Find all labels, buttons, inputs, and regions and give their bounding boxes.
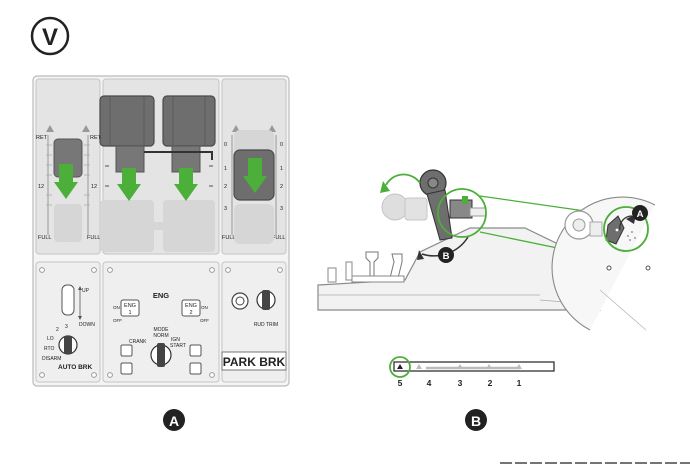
mode-crank-label: CRANK	[129, 339, 147, 345]
zoom-detail: A	[551, 196, 656, 331]
eng1-number: 1	[128, 310, 131, 316]
callout-a-label: A	[637, 209, 644, 220]
scale-label-1: 1	[224, 166, 227, 172]
section-badge: V	[30, 16, 70, 56]
scale-tick-5: 5	[398, 378, 403, 388]
move-down-arrow-icon	[54, 182, 78, 199]
eng1-off-label: OFF	[113, 318, 122, 323]
mode-norm-label: NORM	[153, 333, 168, 339]
scale-label-12-left: 12	[38, 184, 44, 190]
side-view: B A	[317, 169, 656, 388]
scale-label-3: 3	[224, 206, 227, 212]
speedbrake-lever: RET RET 12 12 FULL FULL	[36, 125, 102, 242]
panel-a-label: A	[169, 413, 179, 429]
move-down-arrow-icon	[117, 184, 141, 201]
section-badge-label: V	[42, 24, 58, 51]
scale-label-ret-right: RET	[90, 135, 102, 141]
auto-brk-lo-label: LO	[47, 336, 54, 342]
scale-tick-4: 4	[427, 378, 432, 388]
scale-label-2-right: 2	[280, 184, 283, 190]
mode-start-label: START	[170, 343, 186, 349]
scale-label-full-left: FULL	[38, 235, 51, 241]
scale-label-0-right: 0	[280, 142, 283, 148]
auto-brk-3-label: 3	[65, 324, 68, 330]
auto-brk-disarm-label: DISARM	[42, 356, 61, 362]
rotate-arrow-icon	[380, 181, 390, 193]
panel-b-label: B	[471, 413, 481, 429]
auto-brk-title: AUTO BRK	[58, 364, 92, 371]
move-down-arrow-icon	[174, 184, 198, 201]
panel-b-badge: B	[465, 409, 487, 431]
scale-label-0-left: 0	[224, 142, 227, 148]
scale-label-full-right: FULL	[87, 235, 100, 241]
callout-b-label: B	[443, 251, 450, 262]
auto-brk-up-label: UP	[82, 288, 90, 294]
throttle-quadrant: RET RET 12 12 FULL FULL	[32, 75, 290, 387]
scale-label-2: 2	[224, 184, 227, 190]
detent-scale-bar: 5 4 3 2 1	[389, 356, 555, 388]
scale-label-full-left: FULL	[222, 235, 235, 241]
scale-label-full-right: FULL	[272, 235, 285, 241]
eng1-label: ENG	[124, 303, 136, 309]
push-arrow-icon	[417, 250, 424, 260]
move-down-arrow-icon	[243, 176, 267, 193]
eng2-off-label: OFF	[200, 318, 209, 323]
eng2-number: 2	[189, 310, 192, 316]
auto-brk-rto-label: RTO	[44, 346, 54, 352]
rud-trim-panel: RUD TRIM PARK BRK	[221, 267, 287, 371]
flap-lever: 0 0 1 1 2 2 3 3 FULL FULL	[222, 125, 285, 244]
eng-panel: ENG ENG 1 ON OFF ENG 2 ON OFF MODE NORM …	[107, 267, 215, 378]
park-brk-label: PARK BRK	[223, 355, 286, 369]
throttle-levers	[99, 95, 216, 252]
scale-label-1-right: 1	[280, 166, 283, 172]
scale-label-12-right: 12	[91, 184, 97, 190]
scale-label-ret-left: RET	[36, 135, 48, 141]
eng2-on-label: ON	[201, 305, 208, 310]
rud-trim-label: RUD TRIM	[254, 322, 278, 328]
panel-a-badge: A	[163, 409, 185, 431]
auto-brk-2-label: 2	[56, 327, 59, 333]
scale-label-3-right: 3	[280, 206, 283, 212]
auto-brk-down-label: DOWN	[79, 322, 95, 328]
mode-label: MODE	[154, 327, 170, 333]
auto-brk-panel: UP DOWN LO 2 3 RTO DISARM AUTO BRK	[39, 267, 97, 378]
mode-ign-label: IGN	[171, 337, 180, 343]
highlight-ring	[437, 188, 487, 238]
eng-title: ENG	[153, 291, 169, 300]
scale-tick-2: 2	[488, 378, 493, 388]
scale-tick-3: 3	[458, 378, 463, 388]
eng1-on-label: ON	[113, 305, 120, 310]
scale-tick-1: 1	[517, 378, 522, 388]
eng2-label: ENG	[185, 303, 197, 309]
